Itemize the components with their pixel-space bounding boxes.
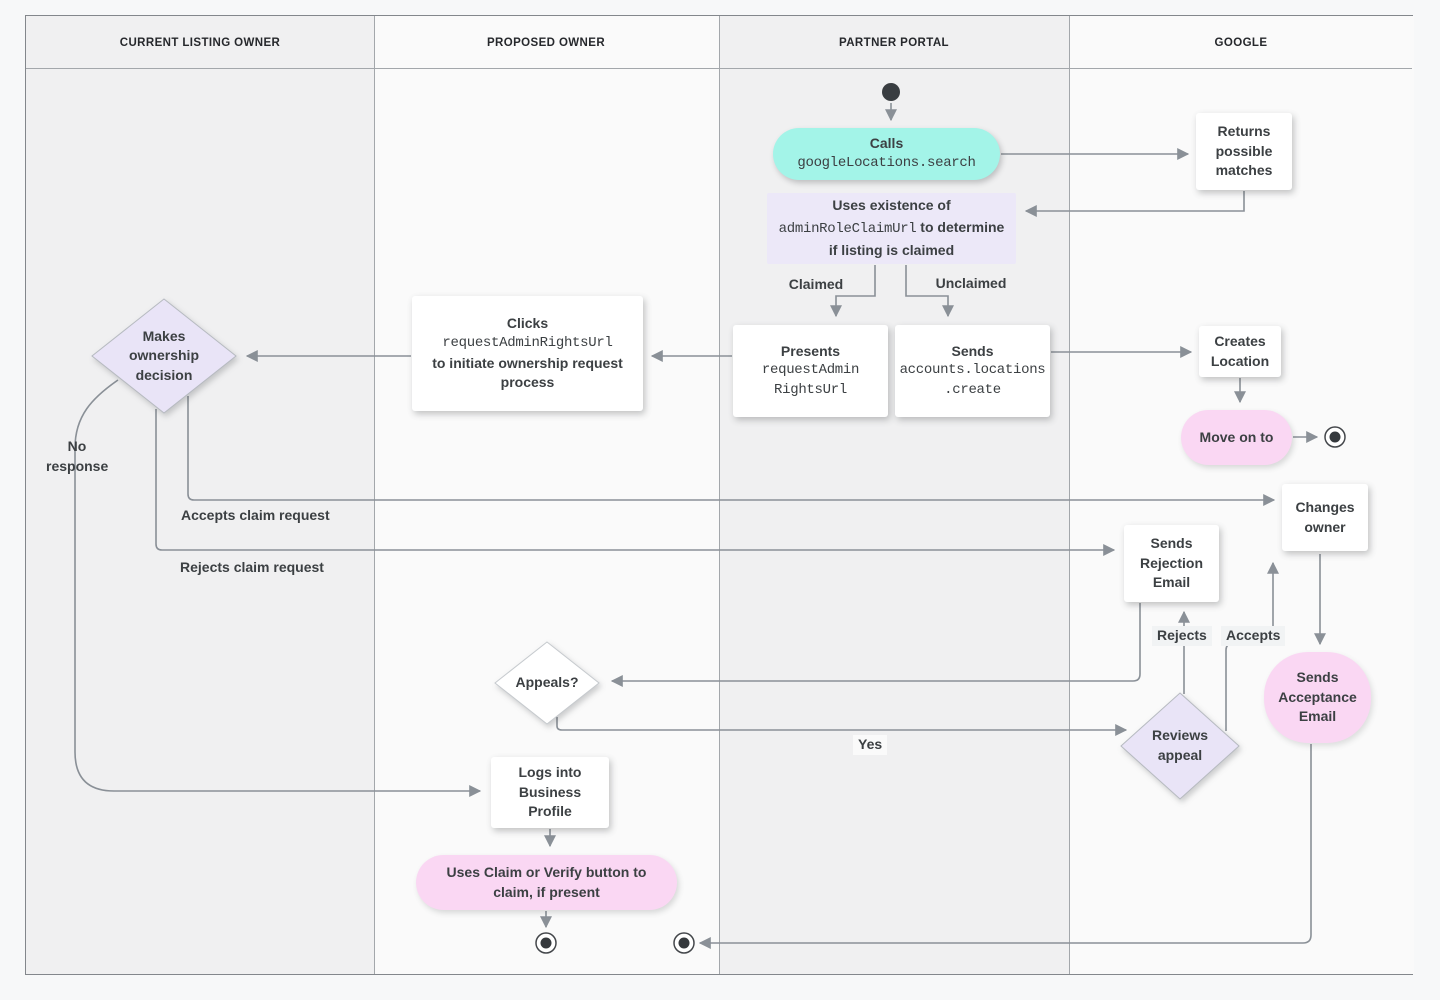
node-sends-create-code-line2: .create: [944, 381, 1001, 398]
node-clicks-code: requestAdminRightsUrl: [442, 334, 613, 351]
node-calls-code: googleLocations.search: [797, 155, 976, 171]
node-calls-google-locations-search: Calls googleLocations.search: [773, 128, 1000, 180]
edge-label-claimed: Claimed: [788, 276, 844, 292]
lane-proposed-owner: [374, 16, 719, 974]
node-sends-create-code-line1: accounts.locations: [899, 362, 1046, 379]
lane-title-proposed-owner: PROPOSED OWNER: [486, 36, 606, 49]
node-sends-accounts-locations-create: Sends accounts.locations .create: [895, 325, 1050, 417]
node-makes-ownership-decision-label: Makes ownership decision: [128, 327, 199, 383]
node-uses-claim-or-verify-label: Uses Claim or Verify button to claim, if…: [446, 863, 647, 900]
node-creates-location-label: Creates Location: [1210, 332, 1270, 369]
node-changes-owner-label: Changes owner: [1295, 498, 1355, 535]
node-logs-into-business-profile: Logs into Business Profile: [491, 757, 609, 828]
node-presents-code-line2: RightsUrl: [774, 381, 847, 398]
node-calls-title: Calls: [869, 135, 904, 152]
node-creates-location: Creates Location: [1199, 326, 1281, 377]
edge-label-no-response: No response: [46, 438, 109, 474]
lane-title-partner-portal: PARTNER PORTAL: [839, 36, 949, 49]
node-sends-rejection-email-label: Sends Rejection Email: [1139, 535, 1203, 591]
node-move-on-to: Move on to: [1181, 410, 1292, 465]
node-sends-create-title: Sends: [951, 342, 994, 359]
edge-label-rejects-claim-request: Rejects claim request: [180, 559, 324, 575]
node-sends-acceptance-email-label: Sends Acceptance Email: [1278, 669, 1357, 725]
node-uses-existence-text-before: Uses existence of: [832, 196, 951, 213]
edge-label-accepts-claim-request: Accepts claim request: [181, 507, 330, 523]
node-makes-ownership-decision: Makes ownership decision: [91, 298, 237, 414]
node-presents-request-admin-rights-url: Presents requestAdmin RightsUrl: [733, 325, 888, 417]
edge-label-rejects: Rejects: [1152, 626, 1212, 646]
node-presents-code-line1: requestAdmin: [761, 362, 860, 379]
node-logs-into-business-profile-label: Logs into Business Profile: [518, 764, 582, 820]
lane-title-google: GOOGLE: [1214, 36, 1268, 49]
node-uses-existence: Uses existence of adminRoleClaimUrl to d…: [767, 193, 1016, 264]
node-returns-possible-matches: Returns possible matches: [1196, 113, 1292, 190]
node-clicks-title: Clicks: [506, 315, 549, 332]
node-returns-possible-matches-label: Returns possible matches: [1215, 123, 1273, 179]
node-appeals: Appeals?: [494, 641, 600, 725]
appeals-diamond-shape: [494, 641, 600, 725]
node-uses-claim-or-verify: Uses Claim or Verify button to claim, if…: [416, 855, 677, 910]
lane-current-listing-owner: [26, 16, 374, 974]
node-clicks-request-admin-rights-url: Clicks requestAdminRightsUrl to initiate…: [412, 296, 643, 411]
node-move-on-to-label: Move on to: [1199, 428, 1274, 445]
node-changes-owner: Changes owner: [1282, 484, 1368, 551]
node-sends-acceptance-email: Sends Acceptance Email: [1264, 652, 1371, 743]
node-uses-existence-code: adminRoleClaimUrl: [778, 220, 917, 237]
lane-header-row: [26, 16, 1412, 69]
node-appeals-label: Appeals?: [515, 674, 579, 691]
node-uses-existence-text-after: to determine if listing is claimed: [828, 218, 1005, 259]
node-reviews-appeal-label: Reviews appeal: [1151, 727, 1209, 763]
node-presents-title: Presents: [780, 342, 841, 359]
node-clicks-text: to initiate ownership request process: [432, 354, 623, 391]
edge-label-unclaimed: Unclaimed: [935, 275, 1007, 291]
node-sends-rejection-email: Sends Rejection Email: [1124, 525, 1219, 602]
node-reviews-appeal: Reviews appeal: [1120, 692, 1240, 800]
edge-label-yes: Yes: [853, 735, 888, 755]
lane-title-current-listing-owner: CURRENT LISTING OWNER: [119, 36, 281, 49]
edge-label-accepts: Accepts: [1221, 626, 1286, 646]
